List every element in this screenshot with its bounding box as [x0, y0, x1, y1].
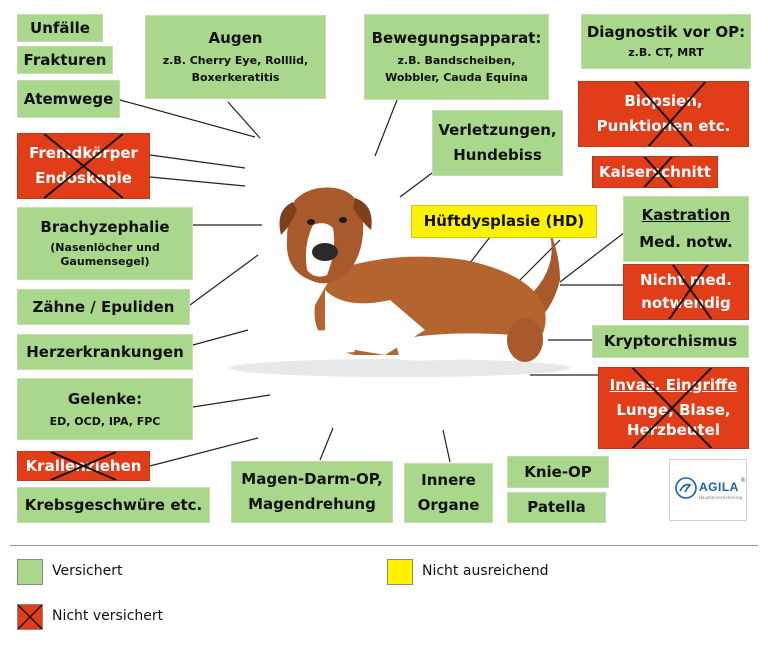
box-frakturen-label: Frakturen: [23, 50, 107, 69]
agila-logo-name: AGILA: [699, 480, 739, 494]
box-biopsien: Biopsien, Punktionen etc.: [578, 81, 749, 147]
box-brachyzephalie: Brachyzephalie (Nasenlöcher und Gaumense…: [17, 207, 193, 280]
box-nicht-med-line1: Nicht med.: [640, 271, 732, 290]
box-herz-label: Herzerkrankungen: [26, 342, 184, 361]
box-augen-line1: Augen: [208, 28, 263, 47]
legend-divider: [10, 545, 758, 546]
not-insured-cross-icon: [624, 265, 748, 319]
legend-versichert: Versichert: [52, 563, 123, 579]
box-krallenziehen: Krallenziehen: [17, 451, 150, 481]
box-atemwege: Atemwege: [17, 80, 120, 118]
legend-nicht-ausreichend: Nicht ausreichend: [422, 563, 549, 579]
legend-red-swatch: [17, 604, 43, 630]
box-invasive-eingriffe: Invas. Eingriffe Lunge, Blase, Herzbeute…: [598, 367, 749, 449]
box-nicht-med-notwendig: Nicht med. notwendig: [623, 264, 749, 320]
not-insured-cross-icon: [593, 157, 717, 187]
box-frakturen: Frakturen: [17, 46, 113, 74]
box-nicht-med-line2: notwendig: [641, 294, 731, 312]
agila-logo-tagline: Haustierversicherung: [699, 495, 742, 500]
box-bewegungsapparat: Bewegungsapparat: z.B. Bandscheiben, Wob…: [364, 14, 549, 100]
box-hueftdysplasie: Hüftdysplasie (HD): [411, 205, 597, 238]
box-magen-line1: Magen-Darm-OP,: [241, 470, 383, 489]
box-diagnostik: Diagnostik vor OP: z.B. CT, MRT: [581, 14, 751, 69]
box-fremdkoerper: Fremdkörper Endoskopie: [17, 133, 150, 199]
agila-logo-mark-icon: [675, 477, 697, 499]
box-brachy-line1: Brachyzephalie: [40, 218, 170, 237]
box-innere-organe: Innere Organe: [404, 463, 493, 523]
box-atemwege-label: Atemwege: [23, 89, 114, 108]
box-brachy-line3: Gaumensegel): [60, 254, 150, 268]
box-bewegung-line2: z.B. Bandscheiben,: [397, 53, 516, 67]
box-diagnostik-line2: z.B. CT, MRT: [628, 46, 704, 59]
box-zaehne-label: Zähne / Epuliden: [32, 297, 175, 316]
box-augen-line2: z.B. Cherry Eye, Rolllid,: [162, 53, 309, 67]
box-kaiserschnitt-label: Kaiserschnitt: [598, 162, 712, 181]
box-knie-op: Knie-OP: [507, 456, 609, 488]
box-gelenke-line2: ED, OCD, IPA, FPC: [49, 414, 161, 428]
box-biopsien-line2: Punktionen etc.: [596, 117, 731, 135]
box-invasiv-line1: Invas. Eingriffe: [609, 375, 738, 394]
agila-logo: AGILA ® Haustierversicherung: [669, 459, 747, 521]
box-gelenke: Gelenke: ED, OCD, IPA, FPC: [17, 378, 193, 440]
box-verletzungen-line2: Hundebiss: [453, 146, 542, 164]
not-insured-cross-icon: [599, 368, 748, 448]
box-patella: Patella: [507, 492, 606, 523]
box-krebs: Krebsgeschwüre etc.: [17, 487, 210, 523]
box-innere-line2: Organe: [417, 496, 480, 514]
agila-logo-registered: ®: [740, 477, 746, 484]
box-unfaelle: Unfälle: [17, 14, 103, 42]
box-diagnostik-line1: Diagnostik vor OP:: [586, 23, 746, 42]
box-kastration-line1: Kastration: [641, 206, 731, 225]
box-augen: Augen z.B. Cherry Eye, Rolllid, Boxerker…: [145, 15, 326, 99]
box-kaiserschnitt: Kaiserschnitt: [592, 156, 718, 188]
box-kastration: Kastration Med. notw.: [623, 196, 749, 262]
boxer-dog-image: [223, 187, 586, 377]
box-knie-label: Knie-OP: [524, 462, 592, 481]
box-hd-label: Hüftdysplasie (HD): [423, 212, 585, 231]
box-kryptorchismus: Kryptorchismus: [592, 325, 749, 358]
box-fremdkoerper-line1: Fremdkörper: [29, 144, 138, 163]
legend-green-swatch: [17, 559, 43, 585]
box-patella-label: Patella: [527, 498, 586, 517]
box-bewegung-line1: Bewegungsapparat:: [371, 28, 542, 47]
box-gelenke-line1: Gelenke:: [67, 389, 143, 408]
box-kryptorchismus-label: Kryptorchismus: [603, 332, 738, 351]
legend-cross-icon: [18, 605, 42, 629]
box-invasiv-line3: Herzbeutel: [627, 421, 720, 440]
legend-nicht-versichert: Nicht versichert: [52, 608, 164, 624]
box-magen-darm: Magen-Darm-OP, Magendrehung: [231, 461, 393, 523]
box-brachy-line2: (Nasenlöcher und: [50, 241, 160, 255]
not-insured-cross-icon: [18, 452, 149, 480]
not-insured-cross-icon: [18, 134, 149, 198]
box-bewegung-line3: Wobbler, Cauda Equina: [385, 71, 528, 85]
box-zaehne: Zähne / Epuliden: [17, 289, 190, 325]
box-kastration-line2: Med. notw.: [639, 233, 733, 251]
box-fremdkoerper-line2: Endoskopie: [35, 169, 132, 187]
box-augen-line3: Boxerkeratitis: [191, 71, 280, 85]
box-verletzungen: Verletzungen, Hundebiss: [432, 110, 563, 176]
legend-yellow-swatch: [387, 559, 413, 585]
box-unfaelle-label: Unfälle: [30, 18, 90, 37]
box-magen-line2: Magendrehung: [248, 495, 376, 513]
box-verletzungen-line1: Verletzungen,: [438, 121, 557, 140]
box-krebs-label: Krebsgeschwüre etc.: [24, 495, 203, 514]
box-innere-line1: Innere: [421, 471, 476, 490]
not-insured-cross-icon: [579, 82, 748, 146]
box-herzerkrankungen: Herzerkrankungen: [17, 334, 193, 370]
